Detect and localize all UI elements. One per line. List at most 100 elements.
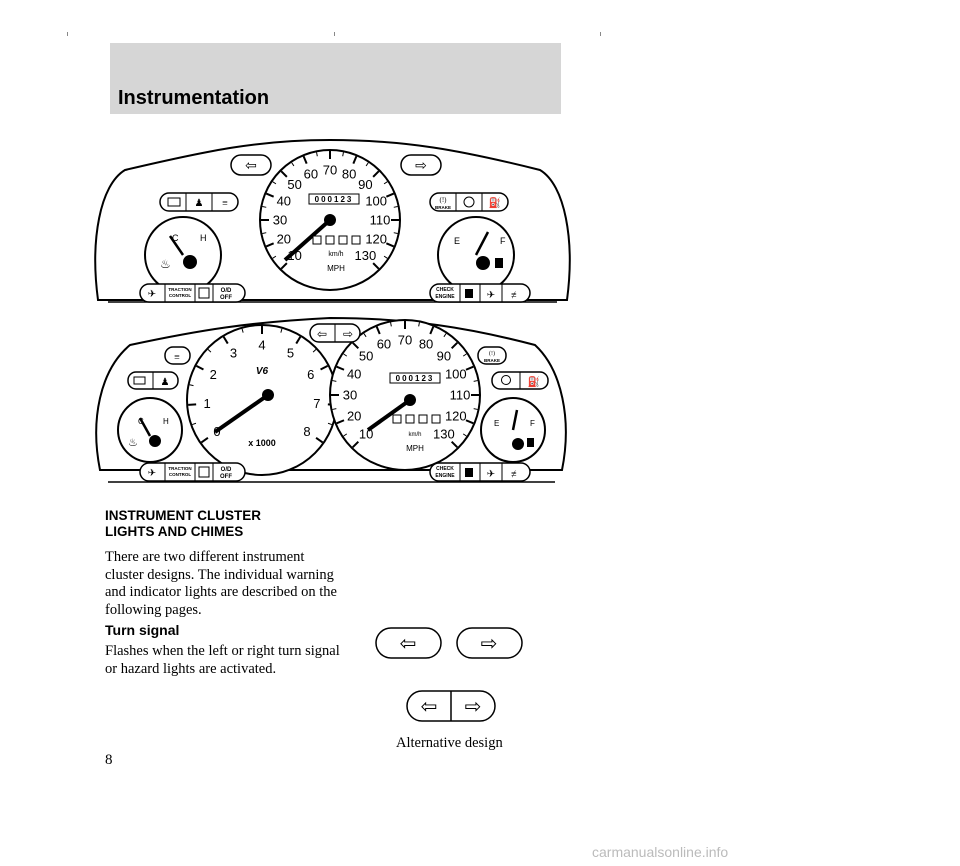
speedometer-mph-tick <box>280 262 288 270</box>
alt-design-caption: Alternative design <box>396 735 503 751</box>
speedometer-mph-number: 90 <box>358 177 372 192</box>
intro-paragraph: There are two different instrument clust… <box>105 549 337 618</box>
speedometer-mph-tick <box>465 419 474 425</box>
left-turn-arrow-icon: ⇦ <box>245 159 257 174</box>
tachometer-number: 2 <box>210 367 217 382</box>
fuel-pump-icon <box>495 258 503 268</box>
speedometer-mph-number: 130 <box>355 248 377 263</box>
abs-icon <box>501 375 511 385</box>
speedometer-mph-number: 50 <box>359 349 373 364</box>
temp-hot-label: H <box>200 233 207 243</box>
speedometer-mph-tick <box>302 155 308 165</box>
speedometer-mph-tick <box>262 206 267 208</box>
speedometer-mph-number: 100 <box>365 193 387 208</box>
tachometer-tick <box>320 364 329 371</box>
left-turn-arrow-icon: ⇦ <box>400 633 417 655</box>
speedometer-mph-tick <box>385 192 395 198</box>
speedometer-face <box>259 149 401 291</box>
high-beam-icon: ≡ <box>222 198 228 209</box>
speedometer-mph-tick <box>418 322 420 327</box>
tachometer-tick <box>280 328 283 333</box>
tachometer-tick <box>315 437 324 444</box>
speedometer-mph-tick <box>272 181 277 185</box>
speedometer-mph-tick <box>342 152 344 157</box>
abs-icon <box>463 196 475 208</box>
section-heading: INSTRUMENT CLUSTER LIGHTS AND CHIMES <box>105 508 261 539</box>
fog-light-icon: ≢ <box>511 469 521 480</box>
tachometer-tick <box>200 437 209 444</box>
fuel-empty-label: E <box>454 236 460 246</box>
tachometer-tick <box>207 349 212 353</box>
svg-text:TRACTION: TRACTION <box>168 466 191 471</box>
mph-label: MPH <box>406 444 424 453</box>
fog-light-icon: ≢ <box>511 290 521 301</box>
airbag-icon: ✈ <box>487 290 495 301</box>
odometer-reading: 000123 <box>315 195 354 204</box>
battery-icon <box>133 376 146 385</box>
speedometer-mph-tick <box>383 255 388 259</box>
speedometer-mph-tick <box>393 232 398 234</box>
turn-signal-heading: Turn signal <box>105 622 180 638</box>
fuel-gauge <box>437 216 515 294</box>
crop-mark <box>334 32 335 36</box>
speedometer-mph-number: 70 <box>398 333 412 348</box>
speedometer-mph-tick <box>351 440 360 449</box>
right-turn-arrow-icon: ⇨ <box>415 159 427 174</box>
speedometer-mph-tick <box>265 242 275 248</box>
speedometer-mph-number: 100 <box>445 367 467 382</box>
speedometer-mph-number: 110 <box>370 213 391 228</box>
mph-label: MPH <box>327 264 345 273</box>
tachometer-number: 1 <box>204 396 211 411</box>
speedometer-mph-number: 20 <box>347 409 361 424</box>
brake-label: BRAKE <box>484 358 500 363</box>
speedometer-mph-tick <box>462 433 467 437</box>
tachometer-tick <box>189 384 194 387</box>
speedometer-mph-tick <box>351 341 360 350</box>
speedometer-mph-tick <box>332 408 337 410</box>
turn-signal-paragraph: Flashes when the left or right turn sign… <box>105 643 340 677</box>
speedometer-mph-number: 30 <box>343 388 357 403</box>
tachometer-tick <box>222 336 229 345</box>
speedometer-mph-tick <box>262 232 267 234</box>
header-band: Instrumentation <box>110 43 561 114</box>
tachometer-tick <box>192 422 197 426</box>
v6-badge: V6 <box>256 366 269 377</box>
crop-mark <box>600 32 601 36</box>
speedometer-mph-tick <box>383 181 388 185</box>
svg-text:CONTROL: CONTROL <box>169 472 191 477</box>
speedometer-mph-tick <box>462 353 467 357</box>
svg-text:CHECK: CHECK <box>436 466 454 472</box>
fuel-icon <box>465 289 473 298</box>
speedometer-mph-number: 60 <box>377 337 391 352</box>
odometer-reading: 000123 <box>396 374 435 383</box>
speedometer-mph-number: 30 <box>273 213 287 228</box>
fuel-empty-label: E <box>494 419 499 428</box>
coolant-icon: ♨ <box>160 257 171 271</box>
speedometer-mph-tick <box>343 433 348 437</box>
tachometer-number: 0 <box>213 424 220 439</box>
speedometer-mph-tick <box>336 419 345 425</box>
speedometer-mph-tick <box>429 326 435 335</box>
speedometer-needle <box>366 398 412 432</box>
speedometer-mph-tick <box>365 162 369 167</box>
high-beam-icon: ≡ <box>174 352 180 363</box>
tachometer-tick <box>188 403 197 406</box>
speedometer-mph-tick <box>375 326 381 335</box>
brake-label: BRAKE <box>435 205 451 210</box>
svg-text:CHECK: CHECK <box>436 287 454 293</box>
speedometer-mph-tick <box>450 341 459 350</box>
svg-text:ENGINE: ENGINE <box>435 473 455 479</box>
speedometer-mph-number: 10 <box>287 248 301 263</box>
speedometer-mph-number: 80 <box>419 337 433 352</box>
speedometer-mph-number: 110 <box>450 388 471 403</box>
speedometer-mph-number: 80 <box>342 166 356 181</box>
speedometer-mph-tick <box>372 262 380 270</box>
svg-text:ENGINE: ENGINE <box>435 294 455 300</box>
airbag-icon: ✈ <box>148 289 156 300</box>
tachometer-needle <box>213 393 270 434</box>
tachometer-tick <box>195 364 204 371</box>
speedometer-mph-number: 120 <box>445 409 467 424</box>
speedometer-mph-number: 70 <box>323 163 337 178</box>
left-turn-arrow-icon: ⇦ <box>421 696 438 718</box>
speedometer-mph-tick <box>265 192 275 198</box>
